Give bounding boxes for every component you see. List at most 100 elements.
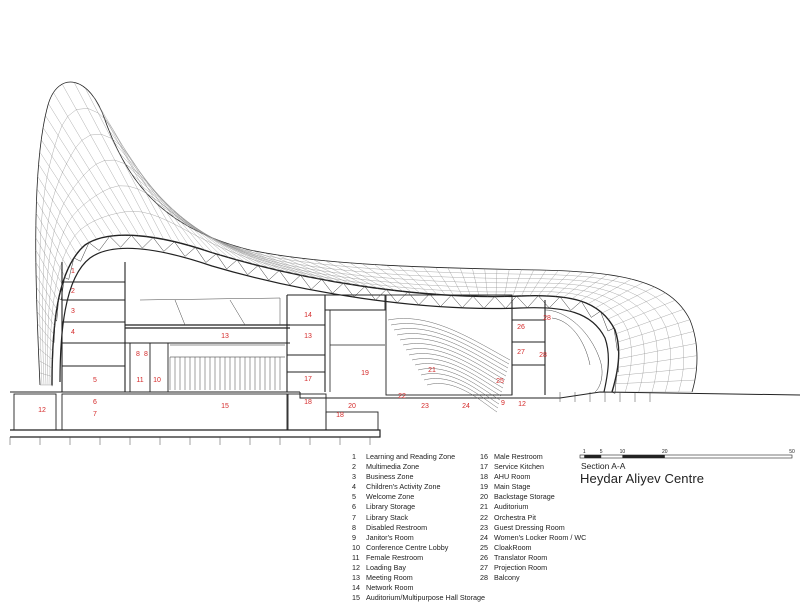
room-marker: 5 <box>93 377 97 384</box>
room-marker: 1 <box>71 268 75 275</box>
legend-room-name: Welcome Zone <box>366 492 415 502</box>
scale-tick-label: 20 <box>662 449 668 455</box>
legend-number: 15 <box>352 593 360 603</box>
interior-detail <box>9 297 651 445</box>
legend-room-name: Projection Room <box>494 563 548 573</box>
legend-number: 24 <box>480 532 488 542</box>
room-marker: 14 <box>304 312 312 319</box>
legend-number: 17 <box>480 462 488 472</box>
legend-item: 27 Projection Room <box>480 563 586 573</box>
room-marker: 9 <box>501 400 505 407</box>
scale-tick-label: 10 <box>620 449 626 455</box>
legend-room-name: Main Stage <box>494 482 531 492</box>
legend-number: 13 <box>352 573 360 583</box>
scale-tick-label: 1 <box>583 449 586 455</box>
legend-number: 16 <box>480 452 488 461</box>
room-marker: 8 <box>136 351 140 358</box>
legend-room-name: Network Room <box>366 583 414 593</box>
legend-number: 6 <box>352 502 356 512</box>
room-marker: 17 <box>304 376 312 383</box>
legend-item: 9 Janitor's Room <box>352 533 485 543</box>
scale-bar-track <box>579 454 793 459</box>
room-marker: 3 <box>71 308 75 315</box>
legend-room-name: Janitor's Room <box>366 532 414 542</box>
room-marker: 8 <box>144 351 148 358</box>
room-marker: 13 <box>221 333 229 340</box>
legend-number: 9 <box>352 532 356 542</box>
legend-item: 18 AHU Room <box>480 472 586 482</box>
legend-room-name: Meeting Room <box>366 573 413 583</box>
legend-number: 8 <box>352 522 356 532</box>
legend-number: 10 <box>352 542 360 552</box>
legend-number: 4 <box>352 482 356 492</box>
room-marker: 2 <box>71 288 75 295</box>
room-marker: 6 <box>93 399 97 406</box>
legend-item: 13 Meeting Room <box>352 573 485 583</box>
room-marker: 28 <box>539 352 547 359</box>
room-marker: 15 <box>221 403 229 410</box>
legend-item: 19 Main Stage <box>480 482 586 492</box>
legend-room-name: Female Restroom <box>366 552 424 562</box>
room-marker: 21 <box>428 367 436 374</box>
legend-number: 28 <box>480 573 488 583</box>
legend-room-name: Auditorium/Multipurpose Hall Storage <box>366 593 486 603</box>
legend-item: 25 CloakRoom <box>480 543 586 553</box>
legend-item: 15 Auditorium/Multipurpose Hall Storage <box>352 593 485 603</box>
legend-room-name: Male Restroom <box>494 452 543 461</box>
room-marker: 7 <box>93 411 97 418</box>
legend-room-name: Library Stack <box>366 512 408 522</box>
legend-number: 19 <box>480 482 488 492</box>
legend-number: 5 <box>352 492 356 502</box>
legend-item: 14 Network Room <box>352 583 485 593</box>
legend-number: 26 <box>480 552 488 562</box>
legend-room-name: Loading Bay <box>366 563 406 573</box>
legend-room-name: Learning and Reading Zone <box>366 452 456 461</box>
legend-number: 18 <box>480 472 488 482</box>
legend-room-name: Guest Dressing Room <box>494 522 565 532</box>
auditorium-seating <box>387 318 511 413</box>
room-marker: 10 <box>153 377 161 384</box>
room-marker: 18 <box>336 412 344 419</box>
legend-room-name: CloakRoom <box>494 542 532 552</box>
legend-number: 11 <box>352 552 360 562</box>
building-structure <box>10 262 800 438</box>
legend-number: 14 <box>352 583 360 593</box>
room-marker: 11 <box>136 377 143 384</box>
room-marker: 23 <box>421 403 429 410</box>
legend-number: 27 <box>480 563 488 573</box>
legend-number: 12 <box>352 563 360 573</box>
legend-number: 21 <box>480 502 488 512</box>
legend-room-name: Service Kitchen <box>494 462 544 472</box>
legend-room-name: Orchestra Pit <box>494 512 536 522</box>
legend-room-name: Backstage Storage <box>494 492 555 502</box>
legend-room-name: Business Zone <box>366 472 414 482</box>
roof-truss <box>51 234 619 394</box>
legend-room-name: AHU Room <box>494 472 531 482</box>
room-marker: 18 <box>304 399 312 406</box>
room-marker: 26 <box>517 324 525 331</box>
room-marker: 13 <box>304 333 312 340</box>
legend-number: 25 <box>480 542 488 552</box>
room-marker: 12 <box>38 407 46 414</box>
shell-grid <box>35 82 698 393</box>
scale-tick-label: 5 <box>600 449 603 455</box>
scale-bar-segment <box>584 455 602 458</box>
room-marker: 12 <box>518 401 526 408</box>
